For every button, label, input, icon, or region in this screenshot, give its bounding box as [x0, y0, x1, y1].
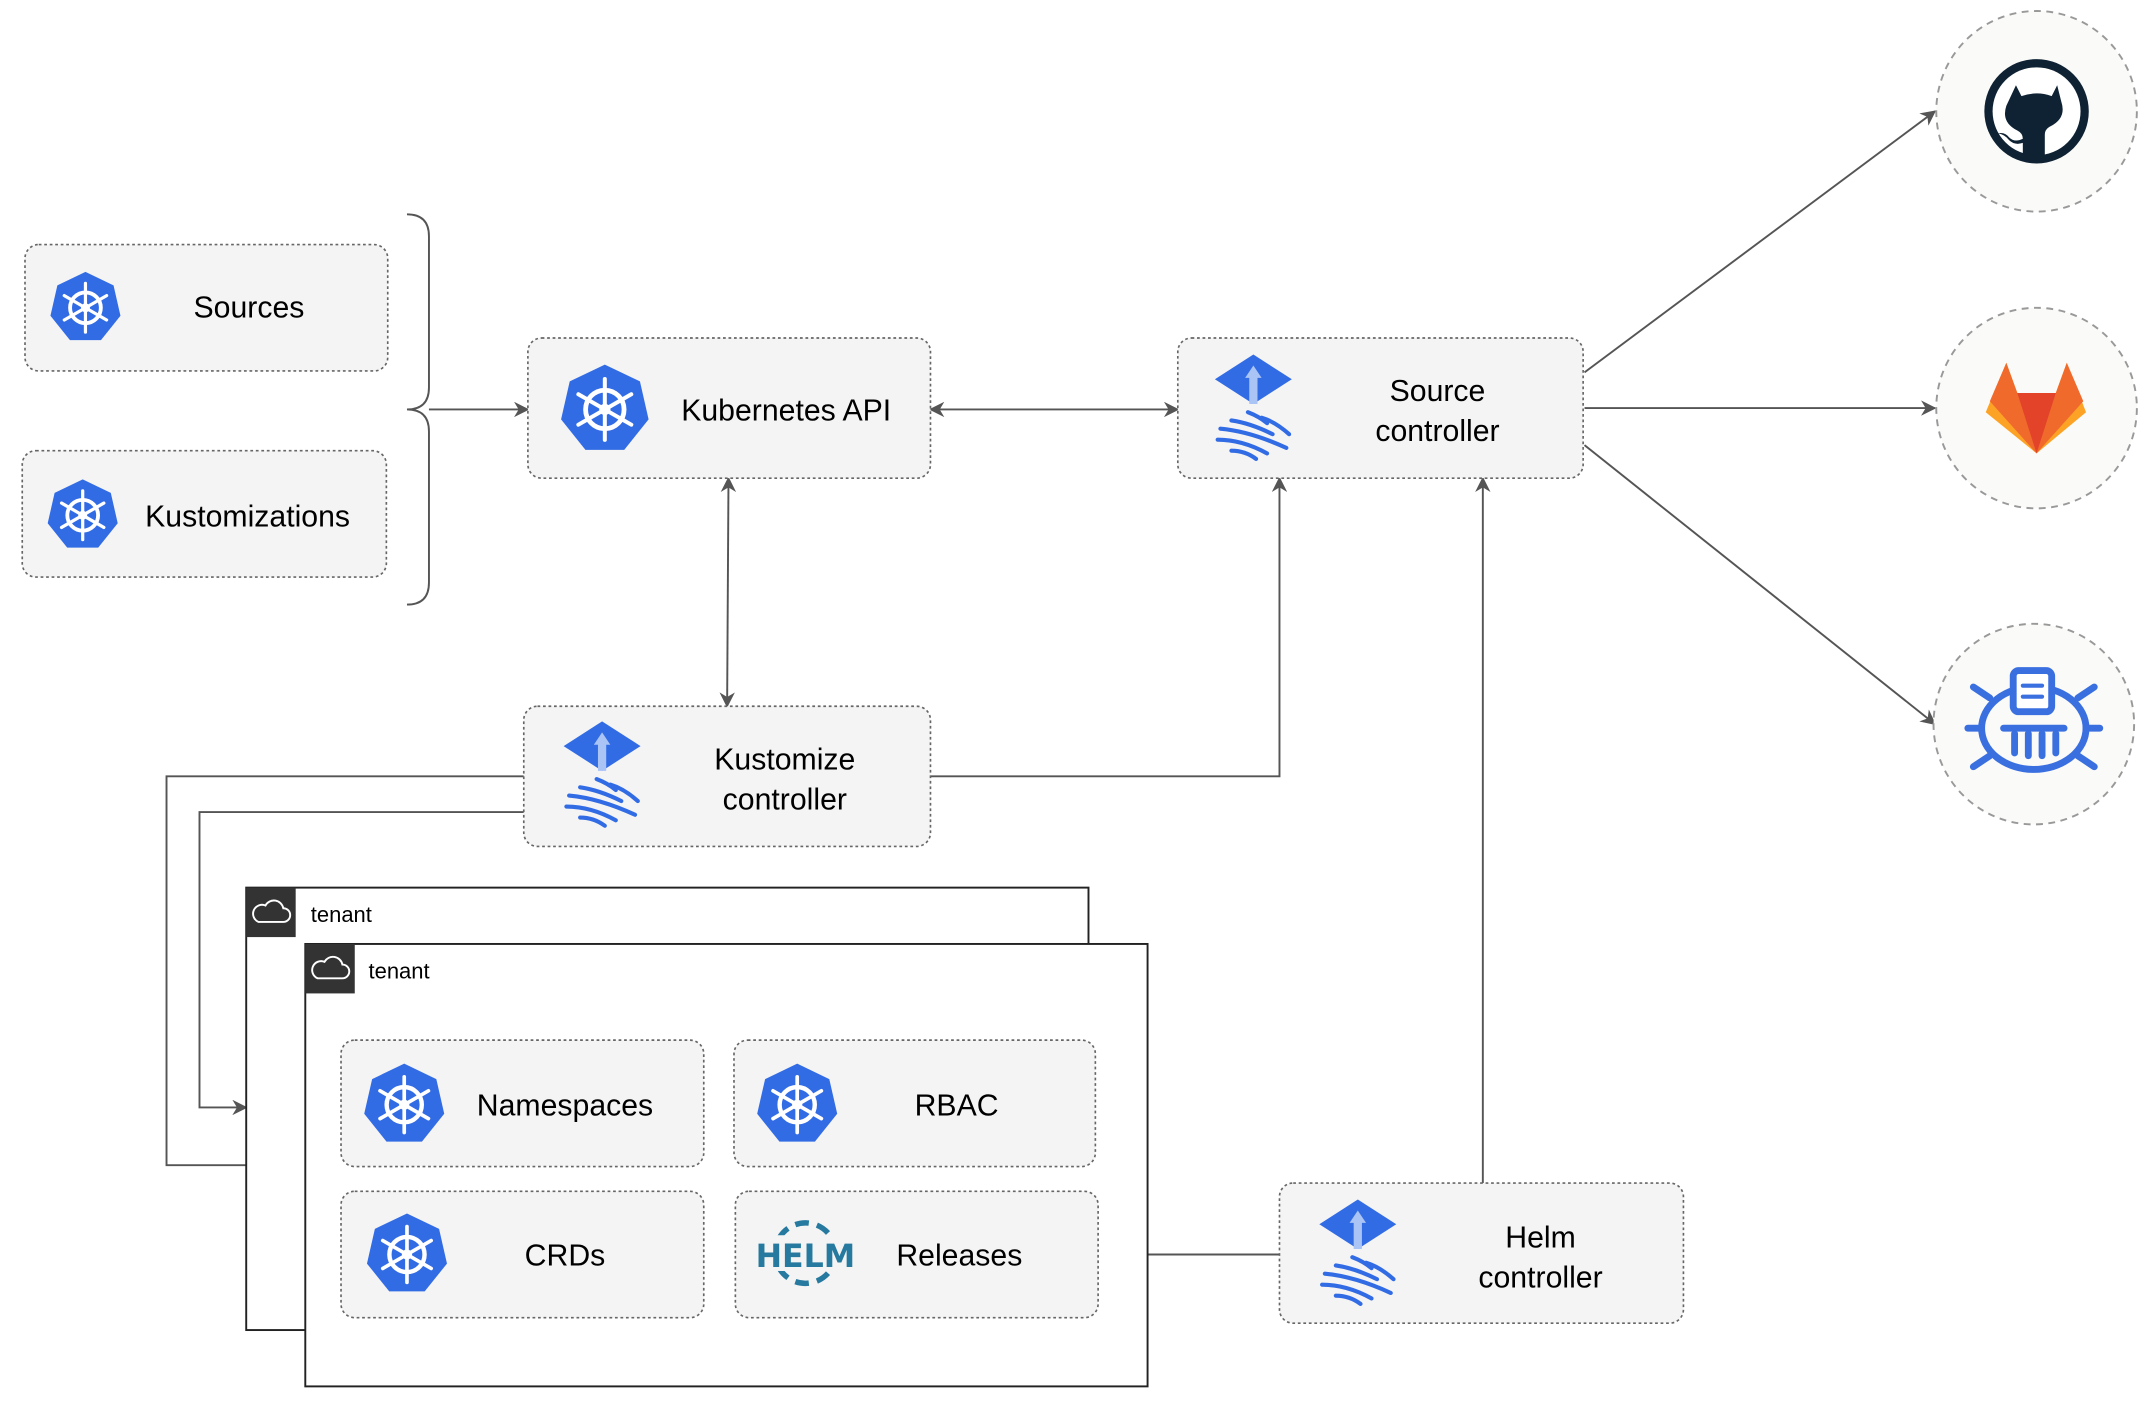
svg-text:Kustomizations: Kustomizations	[145, 500, 350, 533]
edge-api-kustomize	[719, 476, 737, 708]
node-kustomizations[interactable]: Kustomizations	[21, 449, 388, 578]
brace	[406, 213, 430, 606]
node-helm-controller[interactable]: Helm controller	[1278, 1182, 1685, 1325]
node-crds[interactable]: CRDs	[340, 1190, 705, 1319]
node-kustomize-controller[interactable]: Kustomize controller	[522, 705, 932, 848]
gitlab-icon	[1985, 362, 2087, 454]
edge-kustomize-to-source	[930, 476, 1288, 778]
node-source-controller[interactable]: Source controller	[1176, 337, 1584, 479]
svg-text:CRDs: CRDs	[525, 1239, 606, 1272]
node-kubernetes-api[interactable]: Kubernetes API	[527, 337, 932, 479]
edge-source-to-github	[1583, 110, 1937, 374]
svg-text:Sources: Sources	[194, 291, 305, 324]
helm-icon: HELM	[756, 1220, 856, 1287]
node-namespaces[interactable]: Namespaces	[340, 1039, 705, 1168]
external-registry[interactable]	[1932, 622, 2136, 826]
svg-text:Releases: Releases	[896, 1239, 1022, 1272]
edge-kustomize-to-tenant-front	[165, 775, 524, 1173]
cloud-icon	[252, 899, 292, 923]
harbor-registry-icon	[1964, 667, 2104, 773]
edges	[165, 110, 1937, 1263]
svg-text:Helm: Helm	[1505, 1222, 1576, 1255]
svg-text:Kubernetes API: Kubernetes API	[681, 394, 891, 427]
github-icon	[1984, 59, 2089, 164]
svg-text:Namespaces: Namespaces	[477, 1090, 653, 1123]
svg-text:RBAC: RBAC	[915, 1090, 999, 1123]
external-gitlab[interactable]	[1935, 306, 2138, 510]
edge-source-to-registry	[1583, 444, 1937, 726]
svg-text:tenant: tenant	[369, 958, 430, 983]
node-rbac[interactable]: RBAC	[733, 1039, 1097, 1168]
svg-text:controller: controller	[1375, 415, 1499, 448]
edge-kustomize-to-tenant-back	[198, 811, 524, 1116]
cloud-icon	[311, 955, 351, 980]
svg-text:HELM: HELM	[756, 1239, 856, 1275]
node-releases[interactable]: HELM Releases	[734, 1190, 1099, 1319]
svg-text:controller: controller	[1478, 1261, 1602, 1294]
external-github[interactable]	[1935, 10, 2138, 213]
svg-text:Kustomize: Kustomize	[714, 743, 855, 776]
svg-text:tenant: tenant	[311, 902, 372, 927]
svg-text:Source: Source	[1390, 375, 1486, 408]
node-sources[interactable]: Sources	[24, 243, 389, 372]
svg-text:controller: controller	[723, 783, 847, 816]
